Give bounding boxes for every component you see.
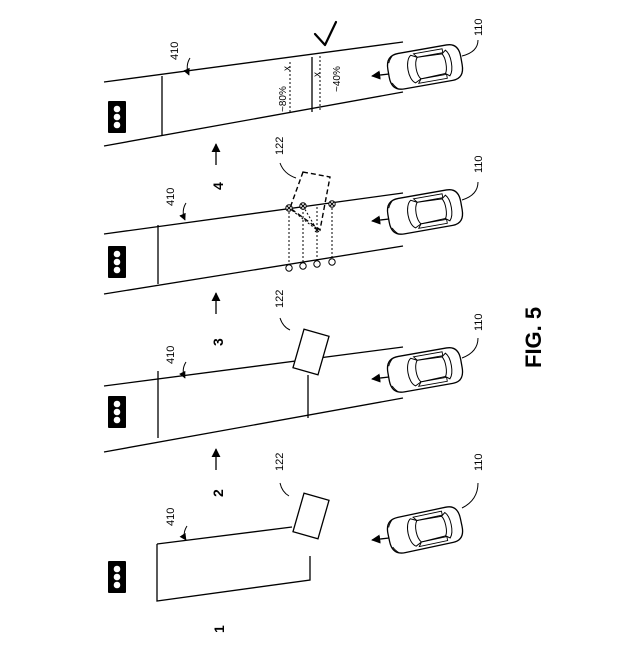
step-4-indicator: 4: [210, 144, 226, 190]
percent-80-label: ~80%: [278, 86, 289, 112]
panel-4: 410 ~80% x ~40% x 110: [104, 18, 485, 146]
panel-1: 410 122 110 1: [108, 453, 485, 633]
step-1-label: 1: [211, 625, 227, 633]
road-edge-top: [104, 42, 403, 82]
vehicle-direction-arrow: [372, 74, 389, 76]
vehicle-110-leader: [462, 338, 478, 358]
zone-410-pointer: [187, 58, 190, 75]
traffic-light-icon: [108, 246, 126, 278]
panel-2: 410 122 110: [104, 290, 485, 452]
vehicle-110: [385, 43, 464, 91]
traffic-light-icon: [108, 101, 126, 133]
vehicle-110: [385, 188, 464, 236]
panel-3: 410 122 110: [104, 137, 485, 294]
zone-410-outline: [157, 544, 310, 601]
zone-410-pointer: [183, 203, 186, 220]
road-edge-top: [104, 193, 403, 234]
vehicle-direction-arrow: [372, 219, 389, 221]
traffic-light-icon: [108, 561, 126, 593]
percent-80-marker: x: [282, 66, 293, 71]
vehicle-110: [385, 346, 464, 394]
step-4-label: 4: [210, 182, 226, 190]
vehicle-110-leader: [462, 182, 478, 200]
percent-40-marker: x: [312, 72, 323, 77]
object-122-projection: [290, 172, 330, 230]
zone-410-label: 410: [165, 508, 177, 526]
figure-label: FIG. 5: [521, 307, 546, 368]
road-edge-bottom: [104, 246, 403, 294]
road-edge-top: [104, 347, 403, 386]
traffic-light-icon: [108, 396, 126, 428]
zone-410-pointer: [184, 526, 187, 540]
step-3-indicator: 3: [210, 293, 226, 346]
road-edge-bottom: [104, 92, 403, 146]
step-3-label: 3: [210, 338, 226, 346]
object-122-label: 122: [274, 290, 286, 308]
zone-410-label: 410: [169, 42, 181, 60]
object-122-box: [293, 493, 329, 539]
zone-410-label: 410: [165, 188, 177, 206]
step-2-indicator: 2: [210, 449, 226, 497]
object-122-leader: [280, 318, 290, 330]
vehicle-direction-arrow: [372, 377, 389, 379]
checkmark-icon: [315, 22, 336, 45]
object-122-leader: [280, 483, 289, 496]
object-122-box: [293, 329, 329, 375]
vehicle-110-label: 110: [473, 155, 485, 173]
zone-410-label: 410: [165, 346, 177, 364]
vehicle-110-label: 110: [473, 313, 485, 331]
vehicle-110-leader: [462, 40, 478, 56]
vehicle-110: [385, 505, 465, 556]
object-122-leader: [280, 163, 296, 178]
zone-410-top-edge: [157, 527, 292, 544]
percent-40-label: ~40%: [332, 66, 343, 92]
vehicle-110-label: 110: [473, 18, 485, 36]
vehicle-direction-arrow: [372, 538, 389, 540]
vehicle-110-leader: [462, 483, 478, 508]
object-122-label: 122: [274, 137, 286, 155]
step-2-label: 2: [210, 489, 226, 497]
vehicle-110-label: 110: [473, 453, 485, 471]
object-122-label: 122: [274, 453, 286, 471]
road-edge-bottom: [104, 398, 403, 452]
